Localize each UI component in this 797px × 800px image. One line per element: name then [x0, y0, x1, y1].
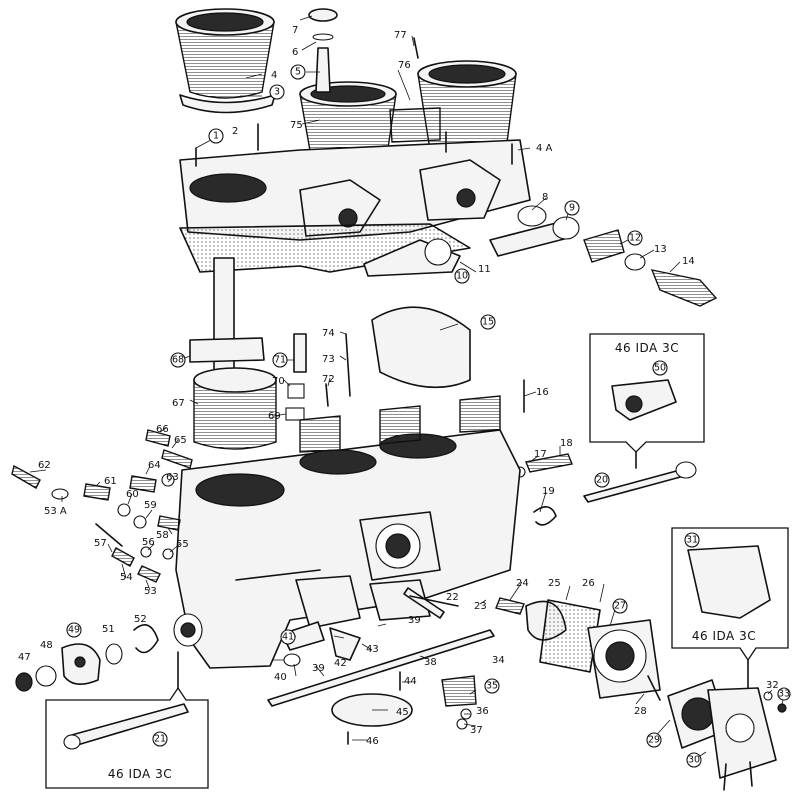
callout-64: 64 [148, 460, 161, 471]
callout-1: 1 [213, 131, 219, 142]
callout-29: 29 [648, 735, 660, 746]
callout-34: 34 [492, 655, 505, 666]
callout-53a: 53 A [44, 506, 67, 517]
callout-39-upper: 39 [408, 615, 421, 626]
accelerator-pump-assembly [409, 595, 787, 791]
callout-51: 51 [102, 624, 115, 635]
callout-69: 69 [268, 411, 281, 422]
callout-11: 11 [478, 264, 491, 275]
callout-72: 72 [322, 374, 335, 385]
callout-10: 10 [456, 271, 468, 282]
callout-61: 61 [104, 476, 117, 487]
air-horns-and-top-cover [175, 8, 718, 307]
callout-49: 49 [68, 625, 80, 636]
callout-55: 55 [176, 539, 189, 550]
callout-50: 50 [654, 363, 666, 374]
callout-65: 65 [174, 435, 187, 446]
carburetor-main-body [173, 395, 521, 669]
callout-62: 62 [38, 460, 51, 471]
callout-13: 13 [654, 244, 667, 255]
callout-28: 28 [634, 706, 647, 717]
inset-right [671, 527, 789, 689]
callout-48: 48 [40, 640, 53, 651]
callout-7: 7 [292, 25, 298, 36]
callout-54: 54 [120, 572, 133, 583]
callout-76: 76 [398, 60, 411, 71]
callout-36: 36 [476, 706, 489, 717]
callout-43: 43 [366, 644, 379, 655]
callout-41: 41 [282, 632, 294, 643]
callout-46: 46 [366, 736, 379, 747]
callout-22: 22 [446, 592, 459, 603]
callout-45: 45 [396, 707, 409, 718]
callout-37: 37 [470, 725, 483, 736]
callout-56: 56 [142, 537, 155, 548]
callout-35: 35 [486, 681, 498, 692]
callout-labels: 1 2 3 4 4 A 5 6 7 8 9 10 11 12 13 14 15 … [18, 25, 791, 768]
callout-33: 33 [778, 689, 790, 700]
callout-21: 21 [154, 734, 166, 745]
fuel-components [189, 257, 573, 526]
callout-32: 32 [766, 680, 779, 691]
inset-right-caption: 46 IDA 3C [692, 629, 756, 643]
callout-58: 58 [156, 530, 169, 541]
callout-40: 40 [274, 672, 287, 683]
inset-top-right [583, 333, 705, 503]
callout-20: 20 [596, 475, 608, 486]
callout-70: 70 [272, 376, 285, 387]
inset-bottom-left [45, 651, 209, 789]
callout-68: 68 [172, 355, 184, 366]
callout-53: 53 [144, 586, 157, 597]
inset-top-right-caption: 46 IDA 3C [615, 341, 679, 355]
callout-52: 52 [134, 614, 147, 625]
callout-77: 77 [394, 30, 407, 41]
callout-39-lower: 39 [312, 663, 325, 674]
callout-71: 71 [274, 355, 286, 366]
callout-4: 4 [271, 70, 277, 81]
callout-24: 24 [516, 578, 529, 589]
callout-12: 12 [629, 233, 641, 244]
callout-19: 19 [542, 486, 555, 497]
callout-23: 23 [474, 601, 487, 612]
callout-74: 74 [322, 328, 335, 339]
callout-27: 27 [614, 601, 626, 612]
callout-63: 63 [166, 472, 179, 483]
callout-8: 8 [542, 192, 548, 203]
callout-25: 25 [548, 578, 561, 589]
callout-17: 17 [534, 449, 547, 460]
callout-2: 2 [232, 126, 238, 137]
callout-9: 9 [569, 203, 575, 214]
callout-5: 5 [295, 67, 301, 78]
inset-bottom-left-caption: 46 IDA 3C [108, 767, 172, 781]
callout-3: 3 [274, 87, 280, 98]
jets-and-screws [11, 429, 193, 692]
callout-38: 38 [424, 657, 437, 668]
callout-73: 73 [322, 354, 335, 365]
callout-16: 16 [536, 387, 549, 398]
callout-57: 57 [94, 538, 107, 549]
callout-31: 31 [686, 535, 698, 546]
callout-47: 47 [18, 652, 31, 663]
callout-66: 66 [156, 424, 169, 435]
callout-44: 44 [404, 676, 417, 687]
callout-60: 60 [126, 489, 139, 500]
callout-59: 59 [144, 500, 157, 511]
callout-26: 26 [582, 578, 595, 589]
callout-67: 67 [172, 398, 185, 409]
callout-75: 75 [290, 120, 303, 131]
callout-14: 14 [682, 256, 695, 267]
callout-30: 30 [688, 755, 700, 766]
callout-15: 15 [482, 317, 494, 328]
callout-6: 6 [292, 47, 298, 58]
callout-42: 42 [334, 658, 347, 669]
callout-4a: 4 A [536, 143, 553, 154]
callout-18: 18 [560, 438, 573, 449]
